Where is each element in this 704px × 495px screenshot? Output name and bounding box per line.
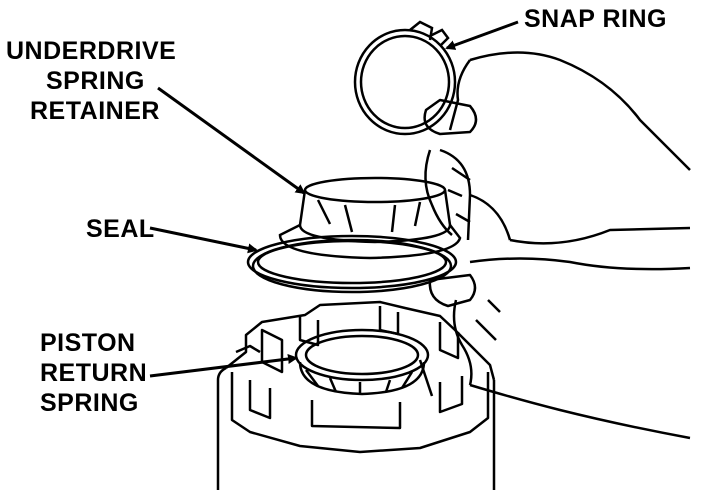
underdrive-spring-retainer-label: UNDERDRIVE SPRING RETAINER — [6, 36, 176, 126]
underdrive-label-line-1: UNDERDRIVE — [6, 37, 177, 65]
piston-return-spring-label: PISTON RETURN SPRING — [40, 328, 147, 418]
piston-return-spring — [294, 328, 430, 396]
upper-hand — [423, 51, 691, 245]
piston-spring-arrow — [149, 354, 298, 378]
piston-label-line-1: PISTON — [40, 329, 136, 357]
clutch-housing — [216, 300, 496, 490]
underdrive-label-line-3: RETAINER — [30, 97, 160, 125]
seal-label: SEAL — [86, 215, 155, 243]
lower-hand — [428, 257, 691, 440]
snap-ring — [353, 20, 457, 136]
snap-ring-label: SNAP RING — [524, 5, 667, 33]
retainer-arrow — [157, 86, 306, 195]
seal-arrow — [149, 226, 258, 254]
underdrive-label-line-2: SPRING — [46, 67, 145, 95]
piston-label-line-2: RETURN — [40, 359, 148, 387]
seal — [246, 234, 458, 294]
snap-ring-arrow — [445, 20, 519, 50]
piston-label-line-3: SPRING — [40, 389, 139, 417]
leader-arrows — [149, 20, 519, 378]
